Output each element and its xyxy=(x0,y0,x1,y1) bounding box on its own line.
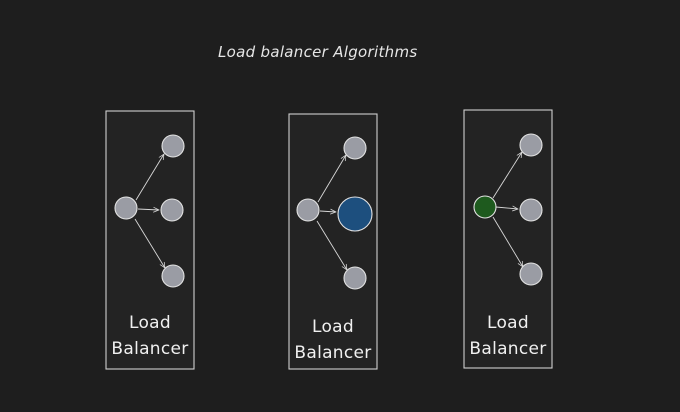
target-node-bottom xyxy=(161,264,185,288)
target-node-bottom xyxy=(343,266,367,290)
panel-label-line1: Load xyxy=(487,313,529,333)
edge-to-bottom xyxy=(316,220,347,270)
edge-to-bottom xyxy=(134,218,165,268)
load-balancer-panel-1: Load Balancer xyxy=(105,110,195,370)
target-node-bottom xyxy=(519,262,543,286)
target-node-top xyxy=(161,134,185,158)
edge-to-middle xyxy=(137,209,159,210)
panel-label-line1: Load xyxy=(129,313,171,333)
panel-label-line2: Balancer xyxy=(469,339,546,359)
edge-to-middle xyxy=(319,211,336,212)
target-node-top xyxy=(519,133,543,157)
edge-to-top xyxy=(135,154,164,201)
edge-to-bottom xyxy=(492,216,523,267)
panel-label-line2: Balancer xyxy=(294,343,371,363)
target-node-top xyxy=(343,136,367,160)
source-node xyxy=(114,196,138,220)
target-node-middle-highlighted xyxy=(337,196,373,232)
source-node xyxy=(473,195,497,219)
panel-label-line1: Load xyxy=(312,317,354,337)
load-balancer-panel-3: Load Balancer xyxy=(463,109,553,369)
edge-to-top xyxy=(317,155,346,203)
target-node-middle xyxy=(519,198,543,222)
diagram-title: Load balancer Algorithms xyxy=(218,43,417,61)
panel-label-line2: Balancer xyxy=(111,339,188,359)
target-node-middle xyxy=(160,198,184,222)
edge-to-middle xyxy=(495,207,518,209)
source-node xyxy=(296,198,320,222)
load-balancer-panel-2: Load Balancer xyxy=(288,113,378,370)
edge-to-top xyxy=(492,152,522,199)
